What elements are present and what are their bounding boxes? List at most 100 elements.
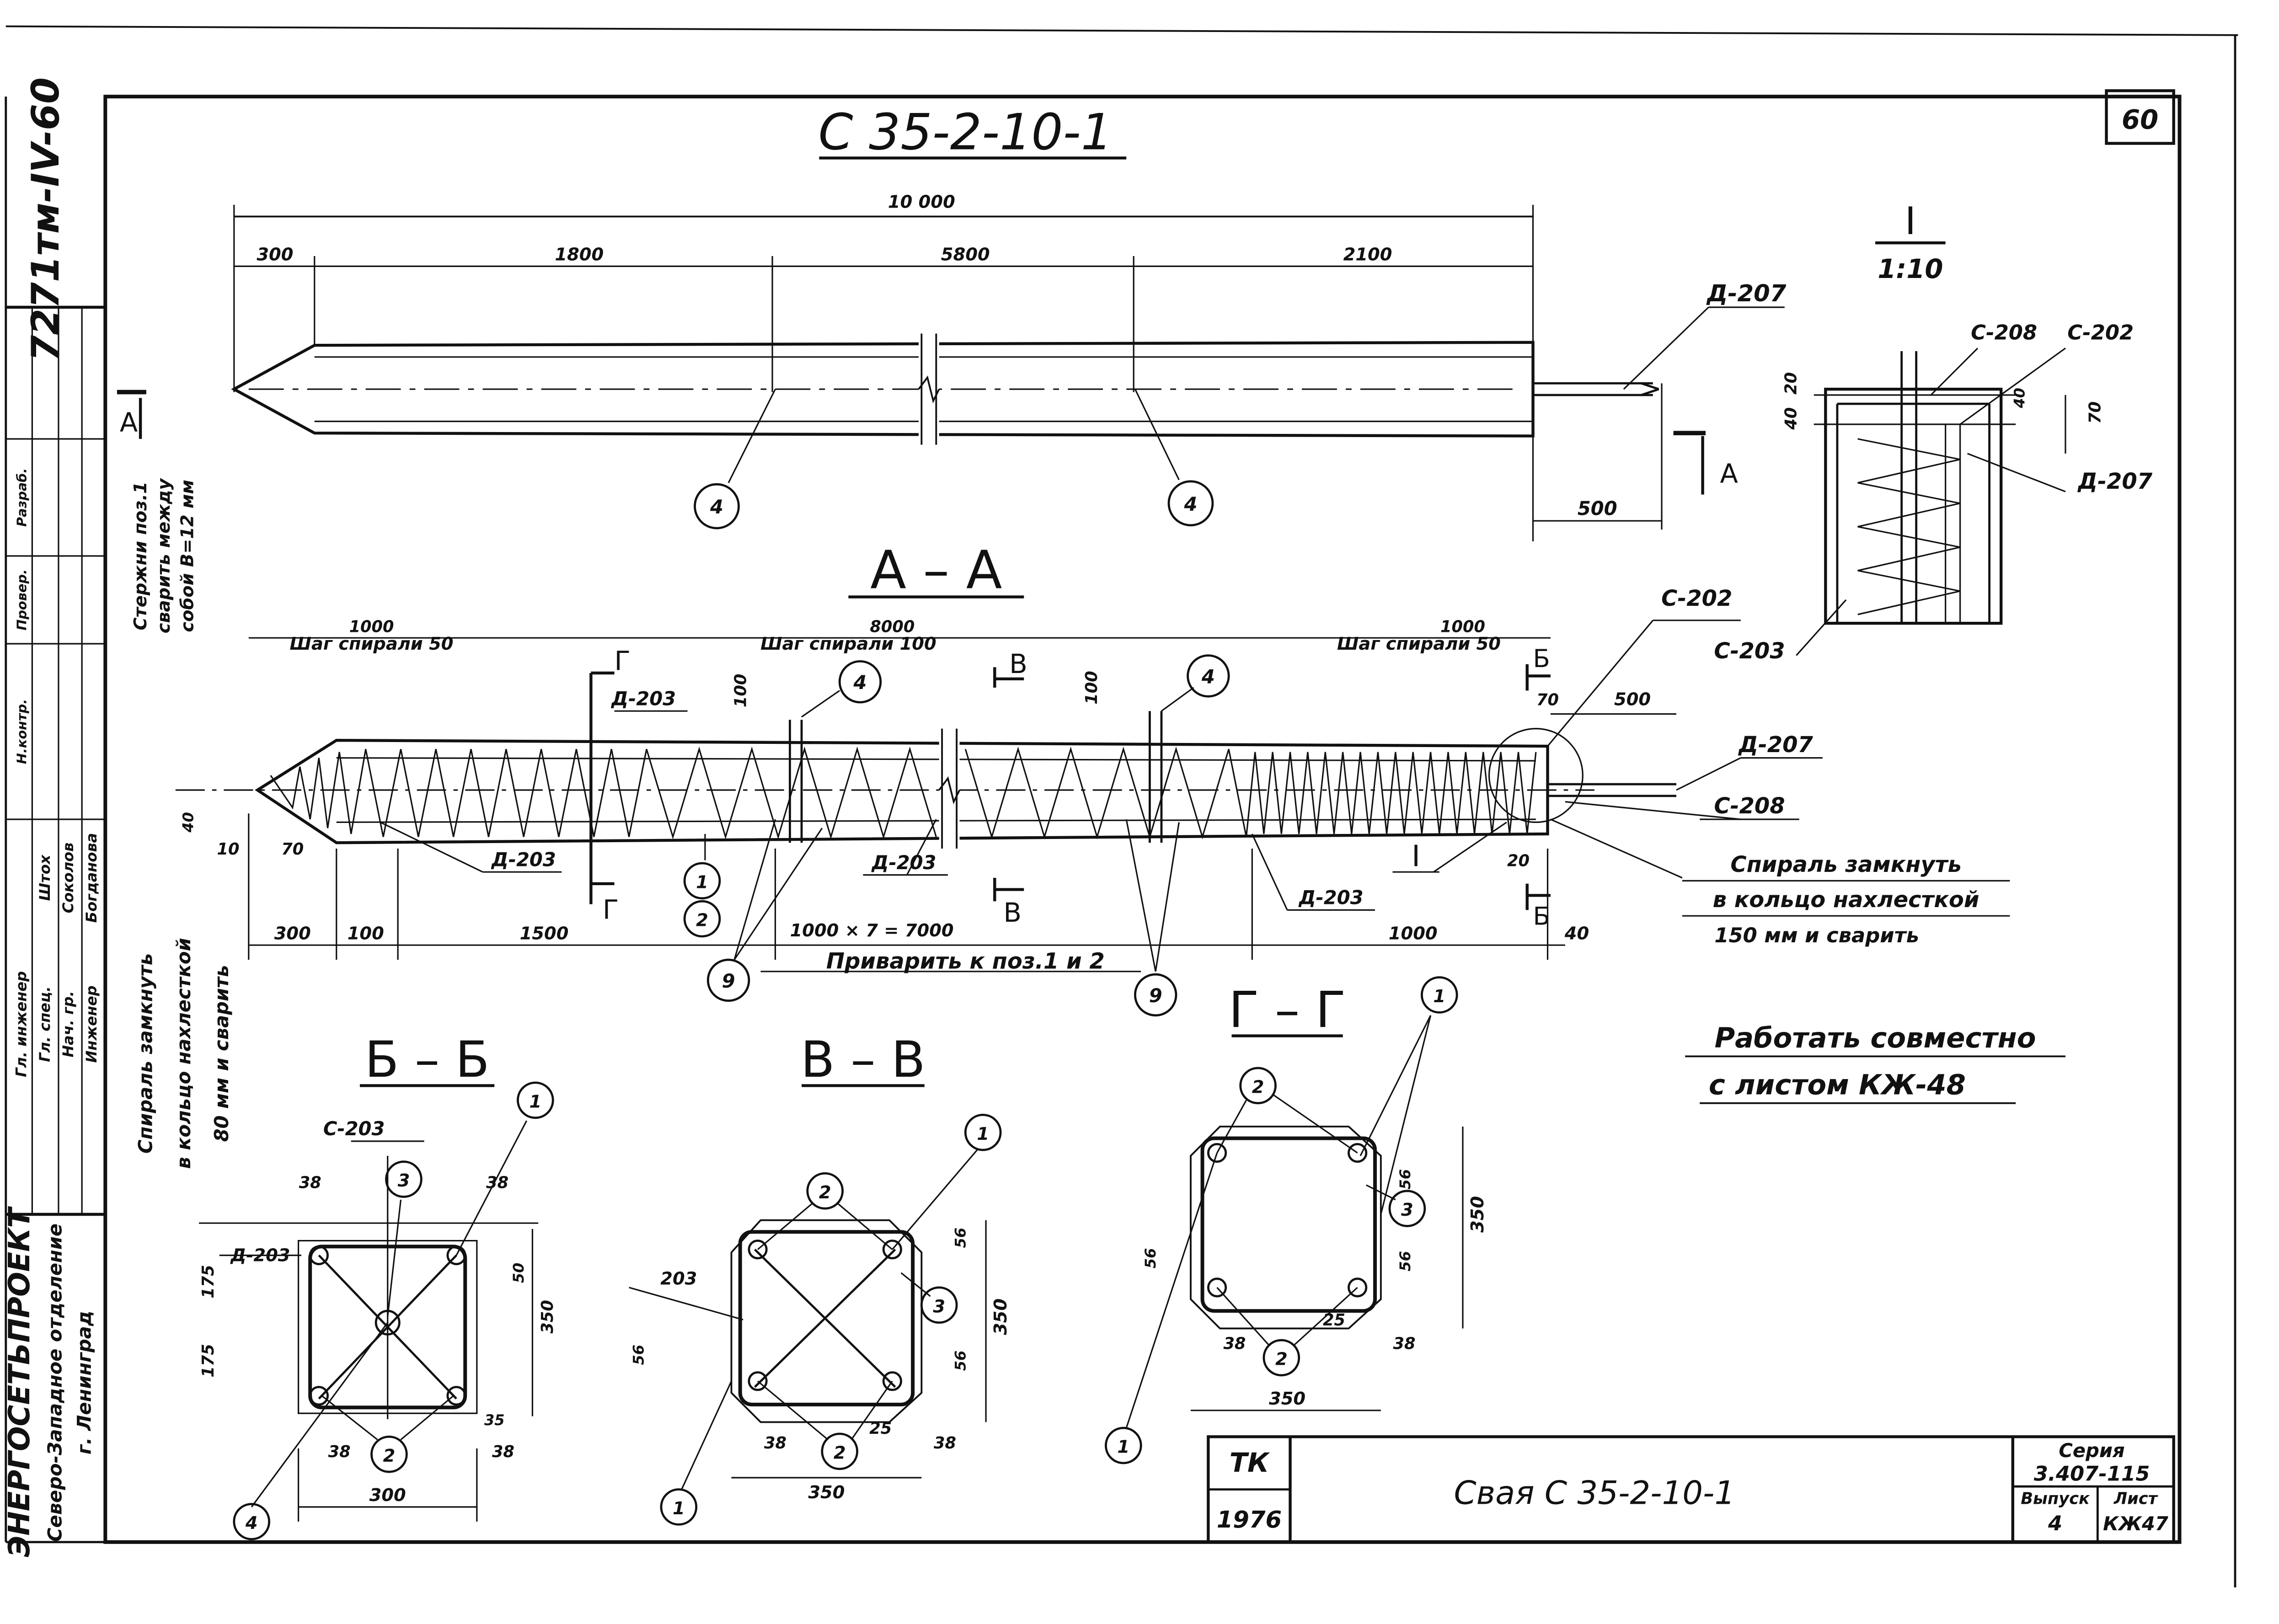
vv-pos-3: 3 xyxy=(933,1296,945,1317)
left-note-2: в кольцо нахлесткой xyxy=(172,938,195,1169)
gg-dim-38b: 38 xyxy=(1393,1334,1416,1353)
elev-rod-label: Д-207 xyxy=(1706,280,1787,307)
aa-step-1000a: 1000 xyxy=(349,617,394,636)
joint-note-2: с листом КЖ-48 xyxy=(1709,1069,1966,1101)
cut-mark-right: А xyxy=(1720,459,1738,489)
aa-cut-G-top: Г xyxy=(615,646,631,677)
bb-dim-38d: 38 xyxy=(492,1442,514,1461)
stamp-role-2: Гл. спец. xyxy=(36,986,53,1062)
aa-bdim-300: 300 xyxy=(274,923,311,944)
vv-pos-1a: 1 xyxy=(977,1124,989,1144)
stamp-head-3: Н.контр. xyxy=(14,699,30,764)
aa-cut-V-bottom: В xyxy=(1003,897,1022,928)
detail-label-d207: Д-207 xyxy=(2077,469,2152,494)
section-BB-title: Б – Б xyxy=(365,1031,490,1089)
aa-bdim-7000: 1000 × 7 = 7000 xyxy=(790,920,954,941)
detail-I: I 1:10 20 40 40 70 С-208 С-202 Д-207 С-2… xyxy=(1714,199,2152,664)
sheet-number: 60 xyxy=(2122,105,2158,135)
detail-label-c208: С-208 xyxy=(1971,320,2037,344)
aa-bdim-1000: 1000 xyxy=(1389,923,1438,944)
section-BB: Б – Б С-203 Д-203 38 38 175 175 50 350 3… xyxy=(199,1031,557,1540)
aa-left-note-2: сварить между xyxy=(154,478,174,634)
detail-dim-40b: 40 xyxy=(2011,388,2028,409)
inner-frame xyxy=(103,95,2182,1544)
section-VV: В – В 203 56 56 56 350 38 25 38 350 1 2 … xyxy=(629,1031,1011,1526)
aa-detail-mark: I xyxy=(1412,839,1420,873)
stamp-role-1: Гл. инженер xyxy=(13,971,30,1077)
stamp-org: ЭНЕРГОСЕТЬПРОЕКТ xyxy=(3,1206,37,1557)
aa-label-c202: С-202 xyxy=(1661,586,1732,611)
aa-step-50a: Шаг спирали 50 xyxy=(290,634,454,654)
aa-weld-note: Приварить к поз.1 и 2 xyxy=(826,948,1105,974)
aa-pos-1: 1 xyxy=(696,872,708,892)
section-VV-title: В – В xyxy=(801,1031,926,1089)
tb-year: 1976 xyxy=(1217,1506,1282,1533)
aa-label-d203-right: Д-203 xyxy=(1298,887,1364,909)
bb-dim-35: 35 xyxy=(484,1411,505,1429)
stamp-head-1: Разраб. xyxy=(14,468,30,527)
aa-step-100: Шаг спирали 100 xyxy=(760,634,936,654)
vv-pos-2a: 2 xyxy=(819,1182,831,1203)
stamp-head-2: Провер. xyxy=(14,569,30,630)
aa-dim-70b: 70 xyxy=(281,840,304,859)
tb-sheet: КЖ47 xyxy=(2103,1512,2168,1535)
aa-label-d203-top: Д-203 xyxy=(610,687,676,710)
section-AA: А – А Стержни поз.1 сварить между собой … xyxy=(130,478,2010,1017)
joint-note-1: Работать совместно xyxy=(1715,1022,2036,1054)
aa-pos-4b: 4 xyxy=(1201,665,1215,688)
aa-pos-2: 2 xyxy=(696,910,708,931)
bb-dim-50: 50 xyxy=(510,1263,527,1283)
detail-dim-20: 20 xyxy=(1781,372,1800,395)
aa-dim-100b: 100 xyxy=(1082,671,1101,704)
sheet-top-edge xyxy=(5,25,2238,36)
main-title: С 35-2-10-1 xyxy=(819,103,1113,161)
title-block: ТК 1976 Свая С 35-2-10-1 Серия 3.407-115… xyxy=(1207,1435,2175,1544)
elev-pos-4b: 4 xyxy=(1183,493,1197,515)
stamp-name-2: Соколов xyxy=(59,843,77,914)
bb-dim-350: 350 xyxy=(538,1300,557,1333)
gg-pos-3: 3 xyxy=(1401,1200,1413,1220)
tb-series-label: Серия xyxy=(2059,1439,2124,1462)
aa-bdim-100: 100 xyxy=(348,923,384,944)
aa-label-d207: Д-207 xyxy=(1738,732,1813,758)
aa-left-note-1: Стержни поз.1 xyxy=(130,481,151,630)
aa-dim-40: 40 xyxy=(179,812,197,833)
detail-scale: 1:10 xyxy=(1878,254,1943,284)
gg-pos-1b: 1 xyxy=(1117,1437,1129,1458)
dim-5800: 5800 xyxy=(941,245,990,265)
left-note-3: 80 мм и сварить xyxy=(210,965,233,1142)
section-GG-title: Г – Г xyxy=(1229,981,1346,1039)
bb-dim-175b: 175 xyxy=(199,1344,218,1377)
cut-mark-left: А xyxy=(120,407,138,438)
aa-bdim-1500: 1500 xyxy=(520,923,569,944)
aa-spiral-note-2: в кольцо нахлесткой xyxy=(1713,887,1979,913)
dim-300: 300 xyxy=(257,245,293,265)
vv-dim-350h: 350 xyxy=(808,1482,845,1503)
pile-elevation: 10 000 300 1800 5800 2100 Д-207 500 А А … xyxy=(117,192,1787,541)
detail-dim-70: 70 xyxy=(2086,401,2105,424)
tb-issue-label: Выпуск xyxy=(2021,1490,2090,1508)
tb-org: ТК xyxy=(1230,1448,1270,1478)
gg-dim-350v: 350 xyxy=(1467,1196,1488,1233)
vv-pos-1b: 1 xyxy=(673,1498,685,1519)
bb-pos-2: 2 xyxy=(383,1446,396,1466)
aa-cut-G-bottom: Г xyxy=(603,895,619,925)
section-GG: Г – Г 56 56 56 350 38 25 38 350 1 2 3 2 xyxy=(1105,976,1488,1464)
elev-tip-dim: 500 xyxy=(1578,497,1617,519)
aa-bdim-40: 40 xyxy=(1564,923,1589,944)
aa-label-c208: С-208 xyxy=(1714,793,1785,819)
vv-dim-25: 25 xyxy=(869,1419,892,1438)
stamp-city: г. Ленинград xyxy=(73,1311,95,1454)
bb-dim-300: 300 xyxy=(369,1485,406,1506)
aa-step-1000b: 1000 xyxy=(1440,617,1485,636)
vv-dim-56b: 56 xyxy=(952,1228,969,1248)
gg-dim-38a: 38 xyxy=(1223,1334,1246,1353)
stamp-dept: Северо-Западное отделение xyxy=(43,1223,66,1542)
vv-dim-56a: 56 xyxy=(630,1345,647,1365)
side-stamp: 7271тм-IV-60 Разраб. Провер. Н.контр. Гл… xyxy=(3,77,106,1557)
gg-dim-25: 25 xyxy=(1323,1311,1345,1330)
bb-pos-4: 4 xyxy=(245,1513,258,1533)
dim-total: 10 000 xyxy=(888,192,955,212)
aa-pos-9a: 9 xyxy=(722,970,735,992)
